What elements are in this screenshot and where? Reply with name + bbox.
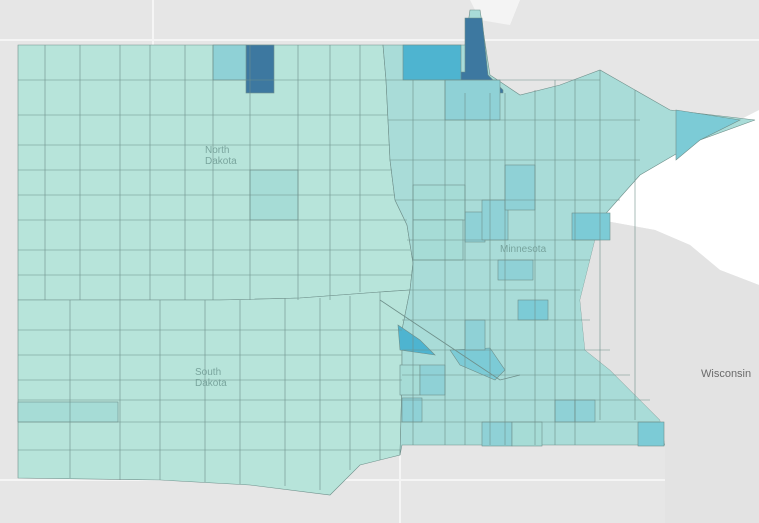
county-light-mn-7[interactable] [574, 399, 596, 423]
county-light-mn-2[interactable] [481, 199, 509, 241]
county-mid-mn-5[interactable] [637, 421, 665, 447]
county-mid-mn-ne[interactable] [675, 109, 741, 161]
county-light-mn-15[interactable] [464, 319, 486, 351]
county-light-mn-12[interactable] [412, 184, 466, 221]
county-light-mn-8[interactable] [399, 364, 421, 396]
county-mid-mn-2[interactable] [571, 212, 611, 241]
county-strong-mn-1[interactable] [402, 44, 462, 81]
county-strong-mn-2[interactable] [397, 324, 436, 356]
county-light-mn-10[interactable] [504, 164, 536, 211]
lake-superior [600, 110, 759, 285]
county-light-mn-9[interactable] [419, 364, 446, 396]
wisconsin-land [580, 220, 759, 523]
county-regions [17, 9, 759, 523]
county-dark-mn-north[interactable] [455, 17, 504, 94]
county-light-mn-3[interactable] [401, 397, 423, 423]
county-light-mn-6[interactable] [554, 399, 576, 423]
north-dakota-region[interactable] [17, 44, 414, 301]
county-light-mn-11[interactable] [444, 79, 501, 121]
south-dakota-region[interactable] [17, 289, 411, 496]
county-light-mn-14[interactable] [497, 259, 534, 281]
minnesota-label: Minnesota [500, 244, 547, 255]
river-line [379, 299, 521, 381]
county-light-sd-1[interactable] [17, 401, 119, 423]
lake-of-the-woods [470, 0, 520, 25]
county-light-mn-4[interactable] [481, 421, 513, 447]
county-mid-nd-1[interactable] [212, 44, 247, 81]
county-mid-mn-3[interactable] [517, 299, 549, 321]
wisconsin-label: Wisconsin [701, 368, 751, 380]
county-borders [18, 45, 660, 490]
county-light-mn-5[interactable] [511, 421, 543, 447]
